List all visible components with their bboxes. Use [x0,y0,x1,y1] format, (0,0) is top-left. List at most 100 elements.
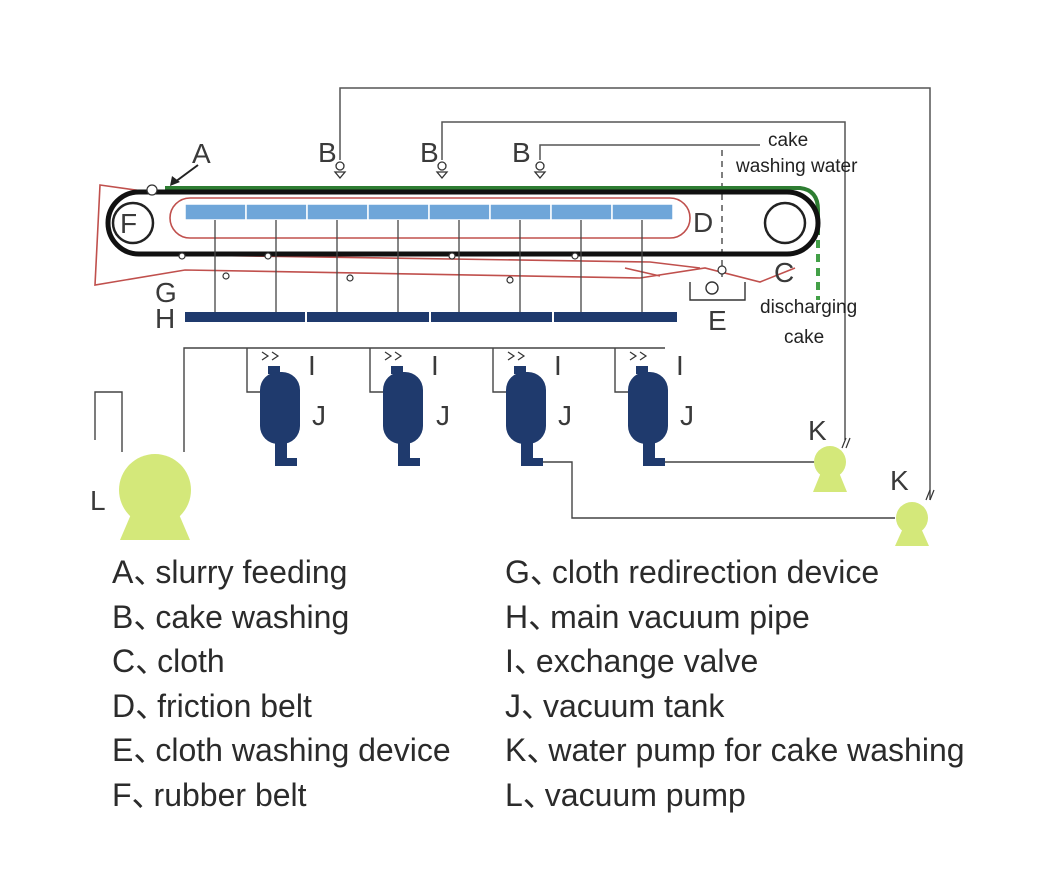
spray-nozzles [333,161,547,180]
legend-separator: 、 [521,687,554,724]
legend-key: L [505,776,523,813]
main-vacuum-pipe [185,310,677,324]
legend: A、slurry feeding B、cake washing C、cloth … [0,550,1050,870]
label-F: F [120,208,137,239]
label-K-1: K [808,415,827,446]
vacuum-drop-lines [214,220,643,316]
label-J-3: J [558,400,572,431]
legend-text: vacuum tank [543,687,725,724]
vacuum-tank-3 [506,366,546,466]
vacuum-box-row [184,203,674,221]
belt-filter-diagram: A B B B F D C E G H I I I I J J J J K K … [90,87,935,546]
vacuum-pump [119,454,191,540]
label-I-3: I [554,350,562,381]
legend-text: water pump for cake washing [548,732,965,768]
legend-key: E [112,732,134,768]
label-B-1: B [318,137,337,168]
legend-separator: 、 [528,598,561,635]
legend-item: K、water pump for cake washing [505,728,965,773]
tank-piping [94,347,895,519]
vacuum-tank-4 [628,366,668,466]
legend-key: B [112,598,134,635]
label-B-3: B [512,137,531,168]
legend-item: C、cloth [112,639,451,684]
note-cake-washing-water-line2: washing water [735,156,858,177]
legend-key: J [505,687,521,724]
label-B-2: B [420,137,439,168]
label-J-4: J [680,400,694,431]
cloth-path [94,184,796,286]
legend-separator: 、 [133,598,166,635]
legend-text: cloth redirection device [551,554,880,590]
label-E: E [708,305,727,336]
label-I-4: I [676,350,684,381]
legend-item: F、rubber belt [112,773,451,818]
legend-item: I、exchange valve [505,639,965,684]
rubber-belt [105,189,821,257]
vacuum-tank-2 [383,366,423,466]
legend-key: I [505,643,514,679]
legend-separator: 、 [522,776,555,813]
pump-valves [841,437,935,501]
legend-text: vacuum pump [544,776,746,813]
legend-separator: 、 [133,732,166,768]
legend-key: K [505,732,527,768]
water-pump-2 [895,502,929,546]
legend-separator: 、 [526,732,559,768]
label-G: G [155,277,177,308]
label-C: C [774,257,794,288]
note-discharging-cake-line1: discharging [760,297,857,318]
note-discharging-cake-line2: cake [784,327,824,348]
label-I-1: I [308,350,316,381]
vacuum-tank-1 [260,366,300,466]
label-H: H [155,303,175,334]
legend-separator: 、 [135,643,168,679]
legend-separator: 、 [131,776,164,813]
legend-separator: 、 [513,643,546,679]
slurry-feed-line [165,186,820,300]
legend-item: E、cloth washing device [112,728,451,773]
legend-item: H、main vacuum pipe [505,595,965,640]
component-labels: A B B B F D C E G H I I I I J J J J K K … [90,137,909,516]
legend-item: L、vacuum pump [505,773,965,818]
legend-item: D、friction belt [112,684,451,729]
legend-text: slurry feeding [155,554,348,590]
note-cake-washing-water-line1: cake [768,130,808,151]
legend-key: G [505,554,530,590]
diagram-notes: cake washing water discharging cake [735,130,858,348]
legend-key: F [112,776,132,813]
slurry-feed-arrow [170,164,199,186]
legend-key: D [112,687,136,724]
legend-text: cake washing [155,598,350,635]
label-J-1: J [312,400,326,431]
idler-rollers [146,184,727,284]
legend-text: rubber belt [153,776,307,813]
label-L: L [90,485,106,516]
legend-text: friction belt [157,687,312,724]
legend-text: cloth washing device [155,732,451,768]
legend-key: C [112,643,136,679]
legend-text: cloth [157,643,225,679]
label-I-2: I [431,350,439,381]
legend-right-column: G、cloth redirection device H、main vacuum… [505,550,965,817]
label-K-2: K [890,465,909,496]
legend-item: G、cloth redirection device [505,550,965,595]
legend-text: exchange valve [535,643,759,679]
exchange-valves [261,351,648,361]
vacuum-tanks [260,366,668,466]
cloth-washing-device [689,281,746,301]
legend-separator: 、 [135,687,168,724]
label-A: A [192,138,211,169]
water-pump-1 [813,446,847,492]
label-D: D [693,207,713,238]
legend-item: A、slurry feeding [112,550,451,595]
wash-water-piping [339,87,931,500]
label-J-2: J [436,400,450,431]
legend-key: H [505,598,529,635]
legend-item: J、vacuum tank [505,684,965,729]
legend-separator: 、 [529,554,562,590]
legend-key: A [112,554,134,590]
legend-item: B、cake washing [112,595,451,640]
legend-left-column: A、slurry feeding B、cake washing C、cloth … [112,550,451,817]
legend-text: main vacuum pipe [550,598,810,635]
